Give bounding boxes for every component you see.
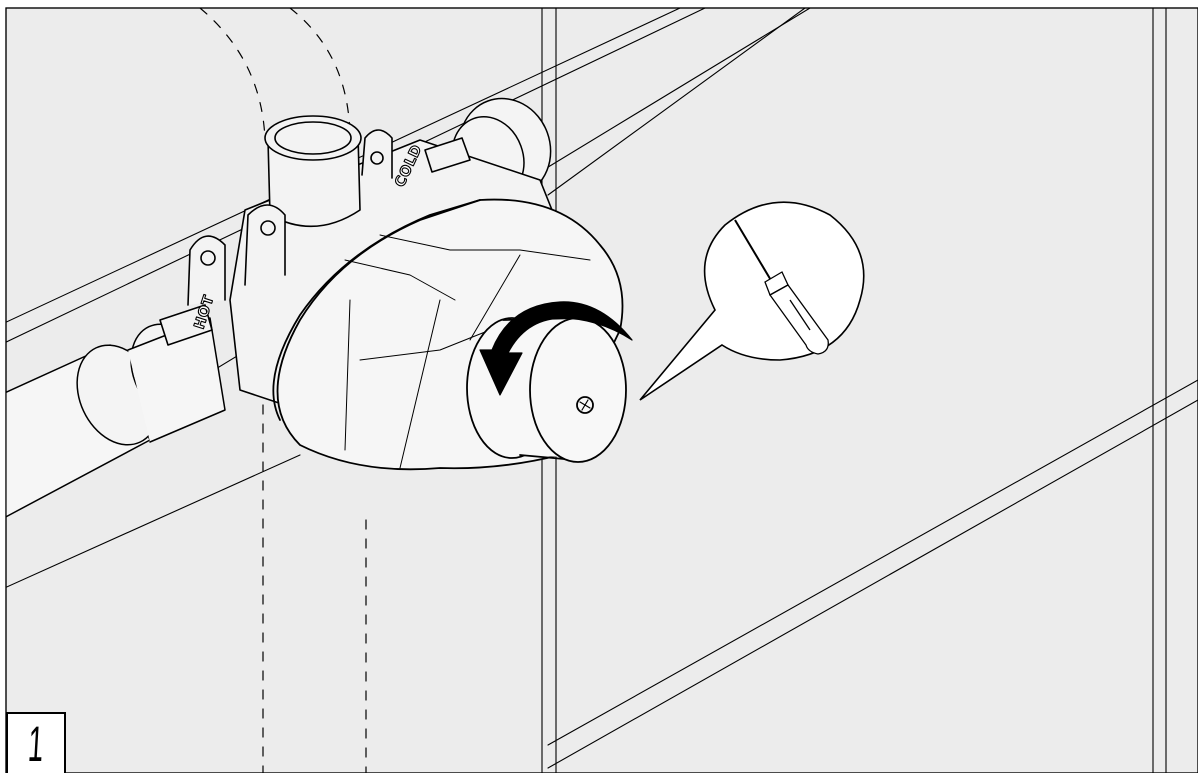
step-number: 1 (26, 715, 46, 772)
counterclockwise-arrow-icon (479, 301, 633, 396)
hot-supply-pipe (6, 317, 226, 518)
step-number-box: 1 (6, 712, 66, 773)
screwdriver-callout (639, 201, 865, 401)
screwdriver-icon (734, 219, 829, 355)
hidden-pipe-lines (199, 8, 367, 773)
temperature-knob (466, 317, 627, 463)
